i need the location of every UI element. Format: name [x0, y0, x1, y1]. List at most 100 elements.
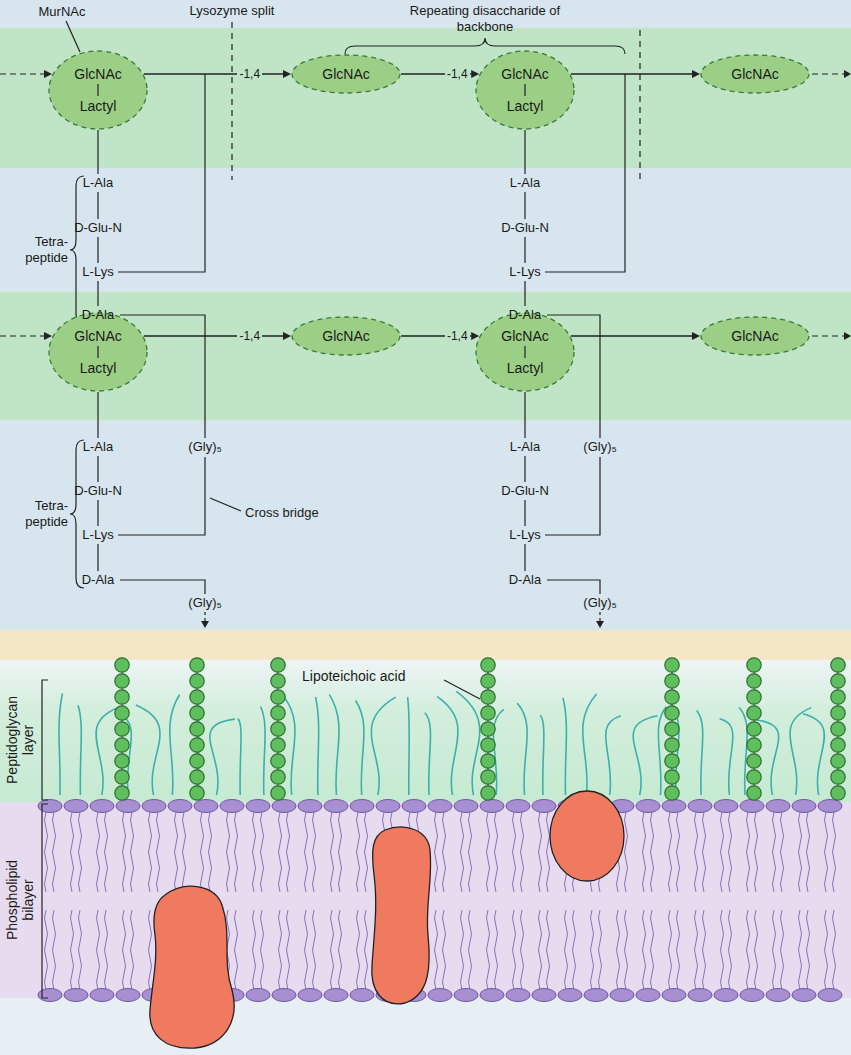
oval-shape: [48, 50, 148, 130]
lipid-tail: [487, 812, 490, 892]
lipid-tail: [71, 910, 74, 990]
chain-bead: [115, 722, 129, 736]
chain-bead: [747, 738, 761, 752]
lipid-head: [636, 989, 660, 1002]
sugar-label: Lactyl: [507, 98, 544, 114]
lipid-tail: [625, 812, 628, 892]
chain-bead: [481, 770, 495, 784]
membrane-proteins: [150, 791, 624, 1048]
chain-bead: [665, 658, 679, 672]
lipid-tail: [339, 910, 342, 990]
fiber: [697, 711, 703, 795]
bond-arrow: [144, 70, 291, 78]
lipid-tail: [469, 910, 472, 990]
chain-bead: [481, 706, 495, 720]
amino-acid: L-Lys: [82, 527, 113, 543]
linkage-label: -1,4: [445, 67, 470, 81]
chain-bead: [747, 690, 761, 704]
chain-bead: [115, 738, 129, 752]
lipid-tail: [781, 812, 784, 892]
lipid-tail: [235, 812, 238, 892]
lipid-tail: [807, 812, 810, 892]
lipid-head: [532, 800, 556, 813]
amino-acid: L-Ala: [83, 175, 113, 191]
lipid-tail: [539, 812, 542, 892]
bond-line: [97, 84, 98, 96]
lipid-head: [272, 989, 296, 1002]
lipid-tail: [313, 910, 316, 990]
lipid-tail: [97, 910, 100, 990]
bond-arrow: [571, 332, 700, 340]
fiber: [329, 695, 339, 795]
lipid-head: [324, 800, 348, 813]
lipid-tail: [703, 910, 706, 990]
lipid-tail: [651, 812, 654, 892]
chain-bead: [831, 658, 845, 672]
chain-bead: [115, 690, 129, 704]
fiber: [803, 714, 824, 795]
lipid-head: [272, 800, 296, 813]
lipid-tail: [591, 910, 594, 990]
amino-acid: D-Glu-N: [501, 220, 549, 236]
layer-brackets: [42, 680, 480, 998]
lipid-head: [246, 800, 270, 813]
lipid-head: [454, 800, 478, 813]
fiber: [136, 705, 160, 795]
sugar-label: GlcNAc: [731, 328, 778, 344]
lipid-tail: [305, 910, 308, 990]
chain-bead: [190, 722, 204, 736]
glcnac-oval: GlcNAc: [700, 54, 810, 94]
lipid-tail: [287, 812, 290, 892]
lipid-head: [298, 800, 322, 813]
brace: [70, 440, 84, 588]
lipid-head: [792, 800, 816, 813]
oval-outline: [49, 51, 147, 129]
membrane-protein: [150, 886, 234, 1048]
lipid-head: [818, 800, 842, 813]
lipid-head: [142, 800, 166, 813]
chain-bead: [665, 754, 679, 768]
chain-bead: [190, 674, 204, 688]
fiber: [408, 697, 410, 795]
lipid-tail: [799, 910, 802, 990]
lipid-tail: [625, 910, 628, 990]
chain-bead: [747, 706, 761, 720]
continuation: [205, 612, 600, 622]
lipid-head: [714, 800, 738, 813]
fiber: [59, 693, 62, 795]
bracket: [42, 680, 48, 800]
lipid-tail: [617, 910, 620, 990]
lipid-tail: [287, 910, 290, 990]
lipid-tail: [331, 910, 334, 990]
lipid-tail: [201, 812, 204, 892]
chain-bead: [747, 722, 761, 736]
chain-bead: [115, 706, 129, 720]
lipid-tail: [781, 910, 784, 990]
fiber: [563, 698, 566, 795]
lipid-tail: [357, 910, 360, 990]
oval-outline: [701, 55, 809, 93]
chain-bead: [665, 738, 679, 752]
fiber: [739, 708, 747, 795]
oval-outline: [476, 51, 574, 129]
cross-link: [545, 457, 600, 535]
linkage-label: -1,4: [237, 67, 262, 81]
lipid-head: [584, 989, 608, 1002]
part-name: Cross bridge: [245, 505, 319, 521]
chain-bead: [831, 674, 845, 688]
lipid-tail: [53, 812, 56, 892]
lipid-head: [766, 989, 790, 1002]
lipid-head: [662, 989, 686, 1002]
fiber: [210, 719, 235, 795]
peptidoglycan-layer: [0, 660, 851, 802]
glcnac-oval: GlcNAc: [291, 54, 401, 94]
lipid-head: [792, 989, 816, 1002]
lipid-tail: [79, 910, 82, 990]
lipid-head: [636, 800, 660, 813]
chain-bead: [271, 674, 285, 688]
fiber: [371, 697, 395, 795]
lipid-tail: [357, 812, 360, 892]
amino-acid: L-Ala: [510, 175, 540, 191]
backbone-band: [0, 28, 851, 168]
